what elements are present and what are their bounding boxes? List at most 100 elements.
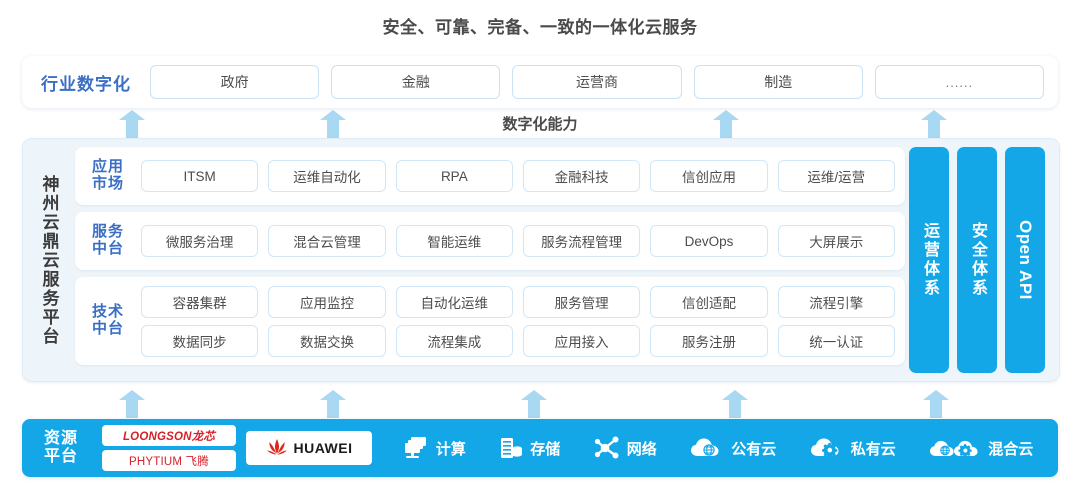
- cell-itsm[interactable]: ITSM: [141, 160, 259, 192]
- network-icon: [594, 436, 620, 460]
- cell-fintech[interactable]: 金融科技: [522, 160, 641, 192]
- phytium-logo: PHYTIUM 飞腾: [102, 450, 236, 471]
- cell-line: 数据同步 数据交换 流程集成 应用接入 服务注册 统一认证: [141, 324, 895, 357]
- private-cloud-icon: [810, 436, 844, 460]
- vertical-bar-operations-system[interactable]: 运营体系: [909, 147, 949, 373]
- row-label-service-platform: 服务 中台: [75, 223, 141, 258]
- cell-ops-automation[interactable]: 运维自动化: [268, 160, 386, 192]
- page-title: 安全、可靠、完备、一致的一体化云服务: [382, 18, 698, 37]
- up-arrow-icon: [921, 110, 947, 138]
- resource-item-label: 混合云: [988, 440, 1034, 458]
- storage-icon: [499, 436, 523, 460]
- public-cloud-icon: [690, 436, 724, 460]
- industry-box-list: 政府 金融 运营商 制造 ......: [150, 65, 1058, 99]
- cell-service-management[interactable]: 服务管理: [522, 285, 641, 318]
- row-label-technical-platform: 技术 中台: [75, 303, 141, 338]
- resource-item-compute[interactable]: 计算: [403, 436, 466, 460]
- up-arrow-icon: [320, 390, 346, 418]
- resource-item-label: 计算: [435, 440, 466, 458]
- up-arrow-icon: [713, 110, 739, 138]
- resource-item-hybrid-cloud[interactable]: 混合云: [929, 436, 1033, 460]
- cell-app-access[interactable]: 应用接入: [522, 324, 641, 357]
- vertical-bar-security-system[interactable]: 安全体系: [957, 147, 997, 373]
- cell-unified-auth[interactable]: 统一认证: [777, 324, 895, 357]
- up-arrow-icon: [923, 390, 949, 418]
- vertical-bar-label: 安全体系: [969, 222, 986, 298]
- row-label-application-market: 应用 市场: [75, 158, 141, 193]
- cell-container-cluster[interactable]: 容器集群: [141, 285, 259, 318]
- industry-item-government[interactable]: 政府: [150, 65, 320, 99]
- cell-app-monitoring[interactable]: 应用监控: [268, 285, 386, 318]
- industry-item-more[interactable]: ......: [874, 65, 1045, 99]
- cell-data-sync[interactable]: 数据同步: [141, 324, 259, 357]
- resource-item-list: 计算 存储: [372, 436, 1058, 460]
- up-arrow-icon: [119, 390, 145, 418]
- vertical-bar-open-api[interactable]: Open API: [1005, 147, 1045, 373]
- row-service-platform: 服务 中台 微服务治理 混合云管理 智能运维 服务流程管理 DevOps 大屏展…: [75, 212, 905, 270]
- resource-label-line: 资源: [43, 429, 78, 447]
- cell-dashboard-display[interactable]: 大屏展示: [777, 225, 895, 257]
- chip-logo-stack: LOONGSON龙芯 PHYTIUM 飞腾: [102, 425, 236, 471]
- cell-process-engine[interactable]: 流程引擎: [777, 285, 895, 318]
- row-technical-platform: 技术 中台 容器集群 应用监控 自动化运维 服务管理 信创适配 流程引擎: [75, 277, 905, 365]
- platform-vertical-label: 神州云鼎云服务平台: [23, 139, 75, 381]
- cell-line: ITSM 运维自动化 RPA 金融科技 信创应用 运维/运营: [141, 160, 895, 192]
- cell-xinchuang-adaptation[interactable]: 信创适配: [650, 285, 768, 318]
- up-arrow-icon: [722, 390, 748, 418]
- capability-rows: 应用 市场 ITSM 运维自动化 RPA 金融科技 信创应用 运维/运营: [75, 147, 1049, 373]
- up-arrow-icon: [320, 110, 346, 138]
- row-cells: 微服务治理 混合云管理 智能运维 服务流程管理 DevOps 大屏展示: [141, 225, 895, 257]
- resource-platform-bar: 资源 平台 LOONGSON龙芯 PHYTIUM 飞腾 HUAWEI: [22, 419, 1058, 477]
- row-application-market: 应用 市场 ITSM 运维自动化 RPA 金融科技 信创应用 运维/运营: [75, 147, 905, 205]
- cell-devops[interactable]: DevOps: [650, 225, 768, 257]
- industry-item-manufacturing[interactable]: 制造: [693, 65, 863, 99]
- resource-item-storage[interactable]: 存储: [499, 436, 560, 460]
- up-arrow-icon: [119, 110, 145, 138]
- cell-service-registry[interactable]: 服务注册: [650, 324, 768, 357]
- row-label-line: 应用: [91, 158, 124, 176]
- resource-item-label: 公有云: [731, 440, 777, 458]
- cell-microservice-governance[interactable]: 微服务治理: [141, 225, 259, 257]
- capability-body: 应用 市场 ITSM 运维自动化 RPA 金融科技 信创应用 运维/运营: [75, 139, 1059, 381]
- up-arrow-icon: [521, 390, 547, 418]
- huawei-wordmark: HUAWEI: [293, 440, 353, 456]
- cell-line: 微服务治理 混合云管理 智能运维 服务流程管理 DevOps 大屏展示: [141, 225, 895, 257]
- resource-item-label: 存储: [530, 440, 561, 458]
- cell-service-process-mgmt[interactable]: 服务流程管理: [522, 225, 641, 257]
- cell-process-integration[interactable]: 流程集成: [395, 324, 513, 357]
- row-cells: 容器集群 应用监控 自动化运维 服务管理 信创适配 流程引擎 数据同步 数据交换…: [141, 285, 895, 357]
- resource-label-line: 平台: [43, 448, 78, 465]
- vertical-bar-group: 运营体系 安全体系 Open API: [909, 147, 1045, 373]
- cell-intelligent-ops[interactable]: 智能运维: [395, 225, 513, 257]
- loongson-logo: LOONGSON龙芯: [102, 425, 236, 446]
- row-label-line: 服务: [91, 223, 124, 241]
- hybrid-cloud-icon: [929, 436, 981, 460]
- huawei-flower-icon: [266, 438, 288, 458]
- row-label-line: 技术: [91, 303, 124, 321]
- cloud-platform-panel: 神州云鼎云服务平台 应用 市场 ITSM 运维自动化 RPA 金融科技: [22, 138, 1060, 382]
- capability-caption: 数字化能力: [502, 116, 578, 133]
- vertical-bar-label: 运营体系: [921, 222, 938, 298]
- cell-xinchuang-app[interactable]: 信创应用: [650, 160, 768, 192]
- huawei-logo: HUAWEI: [246, 431, 372, 465]
- resource-platform-label: 资源 平台: [30, 430, 92, 467]
- resource-item-private-cloud[interactable]: 私有云: [810, 436, 896, 460]
- row-label-line: 中台: [91, 240, 124, 257]
- industry-row: 行业数字化 政府 金融 运营商 制造 ......: [22, 56, 1058, 108]
- cell-data-exchange[interactable]: 数据交换: [268, 324, 386, 357]
- row-cells: ITSM 运维自动化 RPA 金融科技 信创应用 运维/运营: [141, 160, 895, 192]
- cell-automated-ops[interactable]: 自动化运维: [395, 285, 513, 318]
- cell-hybrid-cloud-mgmt[interactable]: 混合云管理: [268, 225, 386, 257]
- cell-rpa[interactable]: RPA: [395, 160, 513, 192]
- cell-ops-operation[interactable]: 运维/运营: [777, 160, 895, 192]
- industry-item-telecom[interactable]: 运营商: [512, 65, 682, 99]
- vertical-bar-label: Open API: [1016, 220, 1035, 300]
- resource-item-label: 网络: [626, 440, 657, 458]
- resource-item-public-cloud[interactable]: 公有云: [690, 436, 776, 460]
- row-label-line: 中台: [91, 320, 124, 337]
- cell-line: 容器集群 应用监控 自动化运维 服务管理 信创适配 流程引擎: [141, 285, 895, 318]
- resource-item-network[interactable]: 网络: [594, 436, 657, 460]
- resource-item-label: 私有云: [850, 440, 896, 458]
- industry-item-finance[interactable]: 金融: [331, 65, 501, 99]
